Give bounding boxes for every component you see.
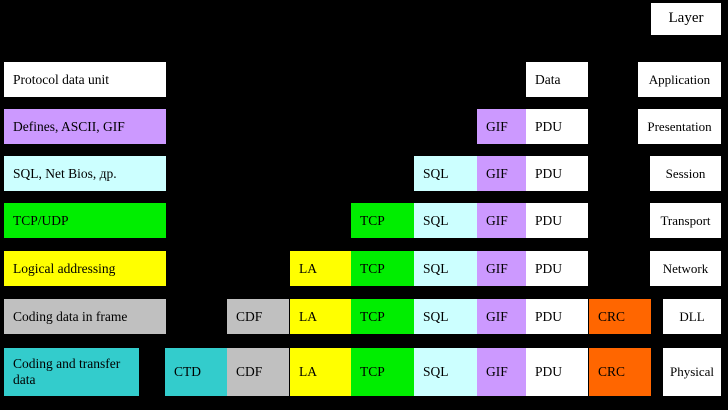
- layer-name-session: Session: [650, 156, 721, 191]
- row-description-4: TCP/UDP: [4, 203, 166, 238]
- layer-name-application: Application: [638, 62, 721, 97]
- segment-crc-row-7: CRC: [589, 348, 651, 396]
- segment-sql-row-3: SQL: [414, 156, 477, 191]
- segment-pdu-row-3: PDU: [526, 156, 588, 191]
- row-description-1: Protocol data unit: [4, 62, 166, 97]
- segment-tcp-row-6: TCP: [351, 299, 414, 334]
- segment-sql-row-6: SQL: [414, 299, 477, 334]
- segment-gif-row-2: GIF: [477, 109, 526, 144]
- segment-pdu-row-5: PDU: [526, 251, 588, 286]
- segment-la-row-7: LA: [290, 348, 351, 396]
- layer-column-header: Layer: [651, 3, 721, 35]
- segment-cdf-row-7: CDF: [227, 348, 289, 396]
- layer-name-dll: DLL: [663, 299, 721, 334]
- segment-tcp-row-4: TCP: [351, 203, 414, 238]
- segment-la-row-6: LA: [290, 299, 351, 334]
- layer-name-presentation: Presentation: [638, 109, 721, 144]
- layer-name-physical: Physical: [663, 348, 721, 396]
- segment-la-row-5: LA: [290, 251, 351, 286]
- segment-gif-row-3: GIF: [477, 156, 526, 191]
- segment-ctd-row-7: CTD: [165, 348, 227, 396]
- row-description-2: Defines, ASCII, GIF: [4, 109, 166, 144]
- segment-tcp-row-7: TCP: [351, 348, 414, 396]
- segment-gif-row-7: GIF: [477, 348, 526, 396]
- segment-cdf-row-6: CDF: [227, 299, 289, 334]
- row-description-3: SQL, Net Bios, др.: [4, 156, 166, 191]
- segment-sql-row-7: SQL: [414, 348, 477, 396]
- row-description-7: Coding and transfer data: [4, 348, 139, 396]
- segment-sql-row-4: SQL: [414, 203, 477, 238]
- row-description-6: Coding data in frame: [4, 299, 166, 334]
- segment-gif-row-4: GIF: [477, 203, 526, 238]
- segment-pdu-row-2: PDU: [526, 109, 588, 144]
- layer-name-network: Network: [650, 251, 721, 286]
- layer-name-transport: Transport: [650, 203, 721, 238]
- row-description-5: Logical addressing: [4, 251, 166, 286]
- segment-gif-row-5: GIF: [477, 251, 526, 286]
- segment-gif-row-6: GIF: [477, 299, 526, 334]
- segment-data-row-1: Data: [526, 62, 588, 97]
- segment-pdu-row-7: PDU: [526, 348, 588, 396]
- segment-pdu-row-4: PDU: [526, 203, 588, 238]
- segment-crc-row-6: CRC: [589, 299, 651, 334]
- segment-pdu-row-6: PDU: [526, 299, 588, 334]
- segment-tcp-row-5: TCP: [351, 251, 414, 286]
- segment-sql-row-5: SQL: [414, 251, 477, 286]
